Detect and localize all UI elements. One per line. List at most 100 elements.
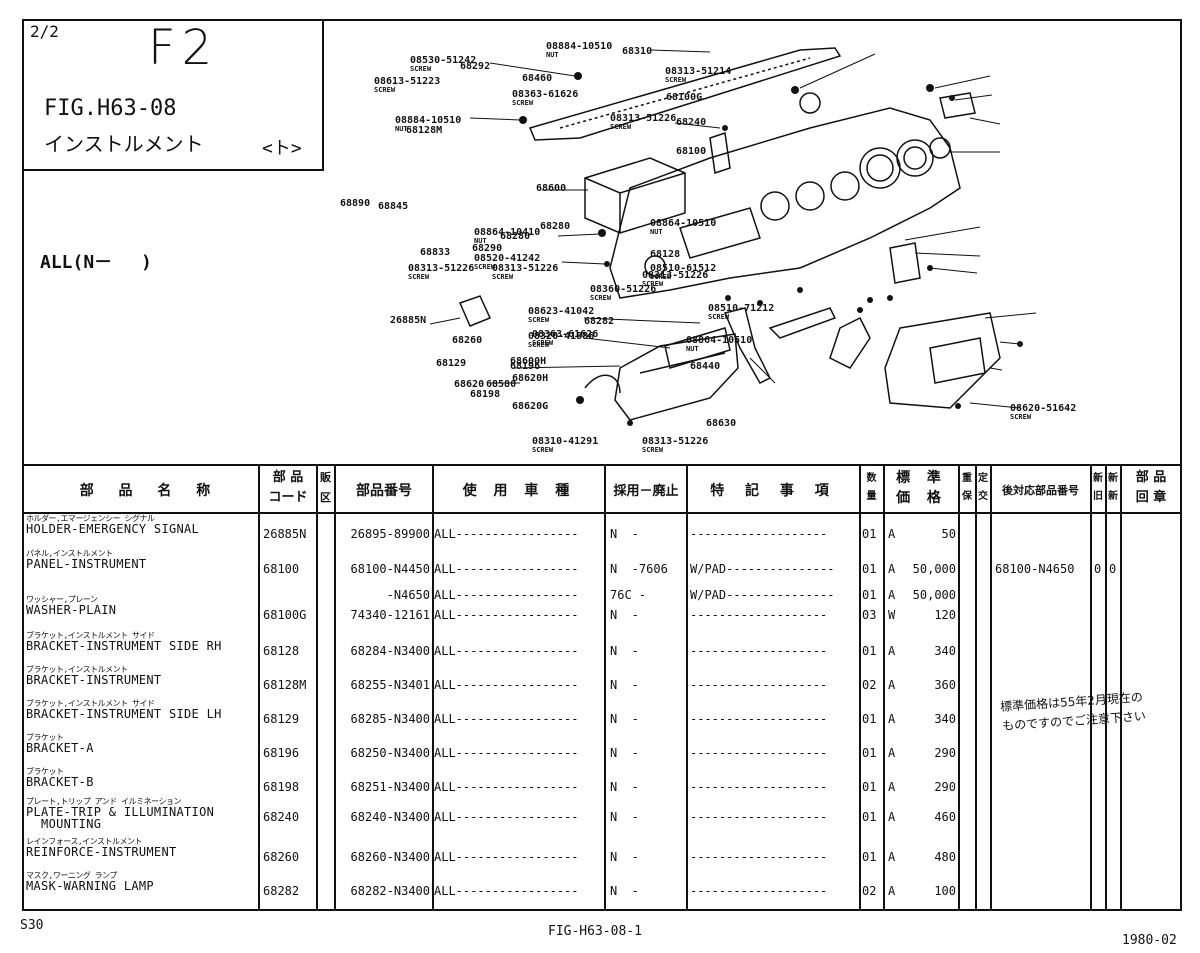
part-code: 68260 — [263, 850, 300, 864]
diagram-part-label: 68280 — [500, 232, 530, 242]
diagram-part-code: 26885N — [390, 315, 427, 326]
quantity: 02 — [862, 678, 877, 692]
quantity: 01 — [862, 810, 877, 824]
diagram-part-code: 08884-10510 — [546, 41, 613, 52]
part-name-kana: ブラケット,インストルメント サイド — [26, 699, 155, 708]
diagram-part-type: NUT — [474, 237, 487, 245]
diagram-part-code: 68100 — [676, 146, 707, 157]
instrument-panel-68100 — [609, 107, 961, 299]
diagram-part-label: 68280 — [540, 222, 570, 232]
part-name: HOLDER-EMERGENCY SIGNAL — [26, 522, 200, 536]
diagram-part-code: 68620H — [512, 373, 549, 384]
price-rank: A — [888, 884, 896, 898]
diagram-part-label: 68620 — [454, 379, 485, 390]
special-notes: ------------------- — [690, 712, 828, 726]
col-rule — [432, 465, 434, 911]
header-model: 使 用 車 種 — [462, 483, 576, 499]
diagram-part-type: SCREW — [642, 280, 664, 288]
quantity: 01 — [862, 850, 877, 864]
diagram-part-type: SCREW — [532, 446, 554, 454]
quantity: 01 — [862, 712, 877, 726]
part-name-kana: レインフォース,インストルメント — [26, 837, 143, 846]
adopt-discontinue: N - — [610, 780, 639, 794]
part-code: 68282 — [263, 884, 300, 898]
adopt-discontinue: N - — [610, 527, 639, 541]
price-rank: W — [888, 608, 896, 622]
part-name-kana: ホルダー,エマージェンシー シグナル — [26, 514, 155, 523]
part-number: -N4650 — [386, 588, 430, 602]
divider-diagram-table — [22, 464, 1182, 466]
model-applicability: ALL----------------- — [434, 588, 579, 602]
part-number: 68251-N3400 — [350, 780, 430, 794]
header-part-name: 部 品 名 称 — [79, 483, 221, 499]
diagram-part-label: 68129 — [436, 359, 466, 369]
part-number: 68250-N3400 — [350, 746, 430, 760]
diagram-part-label: 68290 — [472, 244, 502, 254]
diagram-part-label: 68282 — [584, 316, 615, 327]
price-rank: A — [888, 678, 896, 692]
section-code: F2 — [148, 20, 219, 76]
part-number: 74340-12161 — [350, 608, 430, 622]
col-rule — [686, 465, 688, 911]
standard-price: 290 — [934, 746, 956, 760]
col-rule — [990, 465, 992, 911]
special-notes: W/PAD--------------- — [690, 588, 835, 602]
diagram-part-type: NUT — [686, 345, 699, 353]
diagram-part-type: SCREW — [374, 86, 396, 94]
diagram-part-code: 68620 — [454, 379, 485, 390]
adopt-discontinue: N - — [610, 712, 639, 726]
diagram-part-type: SCREW — [410, 65, 432, 73]
model-applicability: ALL----------------- — [434, 884, 579, 898]
flag-new-new: 0 — [1109, 562, 1117, 576]
diagram-part-type: SCREW — [708, 313, 730, 321]
diagram-part-code: 08313-51226 — [492, 263, 559, 274]
price-rank: A — [888, 780, 896, 794]
standard-price: 50,000 — [912, 588, 956, 602]
trip-plate-68440 — [884, 312, 1001, 409]
diagram-part-label: 68600H — [510, 357, 546, 367]
col-rule — [258, 465, 260, 911]
part-code: 68100 — [263, 562, 300, 576]
model-applicability: ALL----------------- — [434, 608, 579, 622]
diagram-part-code: 08520-41242 — [474, 253, 541, 264]
part-number: 68282-N3400 — [350, 884, 430, 898]
standard-price: 480 — [934, 850, 956, 864]
special-notes: ------------------- — [690, 608, 828, 622]
special-notes: ------------------- — [690, 678, 828, 692]
model-applicability: ALL----------------- — [434, 712, 579, 726]
trim-strip-68310 — [528, 47, 842, 141]
header-dept: 部 品 回 章 — [1135, 470, 1167, 505]
part-number: 68284-N3400 — [350, 644, 430, 658]
part-code: 68198 — [263, 780, 300, 794]
diagram-part-code: 68310 — [622, 46, 653, 57]
part-code: 68240 — [263, 810, 300, 824]
diagram-part-code: 68282 — [584, 316, 615, 327]
price-rank: A — [888, 712, 896, 726]
header-qty: 数 量 — [866, 473, 877, 502]
exploded-parts-diagram — [429, 47, 1037, 426]
model-applicability: ALL----------------- — [434, 746, 579, 760]
diagram-part-label: 68620H — [512, 373, 549, 384]
model-applicability: ALL----------------- — [434, 780, 579, 794]
part-name: WASHER-PLAIN — [26, 603, 117, 617]
diagram-part-code: 08623-41042 — [528, 306, 595, 317]
part-name-kana: ブラケット,インストルメント サイド — [26, 631, 155, 640]
price-rank: A — [888, 850, 896, 864]
price-rank: A — [888, 527, 896, 541]
quantity: 01 — [862, 780, 877, 794]
col-rule — [1105, 465, 1107, 911]
model-applicability: ALL----------------- — [434, 850, 579, 864]
diagram-part-code: 08864-10410 — [474, 227, 541, 238]
part-number: 68100-N4450 — [350, 562, 430, 576]
part-code: 68129 — [263, 712, 300, 726]
quantity: 01 — [862, 644, 877, 658]
part-number: 68285-N3400 — [350, 712, 430, 726]
part-name: MASK-WARNING LAMP — [26, 879, 154, 893]
part-name: PLATE-TRIP & ILLUMINATION MOUNTING — [26, 805, 215, 831]
